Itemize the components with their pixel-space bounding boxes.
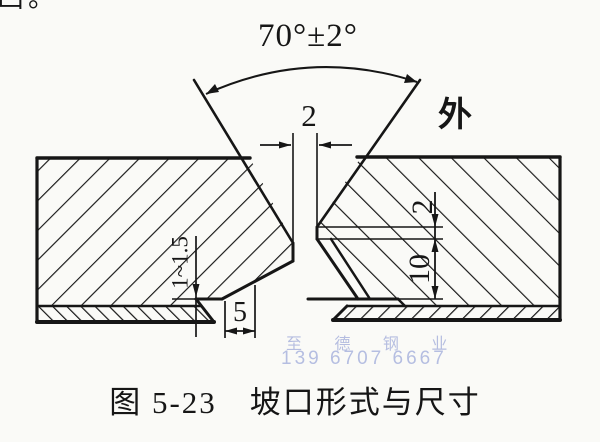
right-plate-outline bbox=[306, 78, 562, 322]
dim-arrowhead-down-299 bbox=[431, 286, 439, 299]
arc-arrowhead-right bbox=[404, 74, 417, 83]
watermark-company-name: 至 德 钢 业 bbox=[286, 336, 462, 353]
arc-arrowhead-left bbox=[206, 84, 219, 94]
left-plate-hatch bbox=[37, 158, 293, 322]
left-root-face-label: 1~1.5 bbox=[167, 236, 193, 289]
right-root-face-label: 2 bbox=[406, 199, 439, 215]
figure-caption: 图 5-23 坡口形式与尺寸 bbox=[109, 385, 481, 420]
left-root-face-dimension bbox=[172, 236, 200, 337]
page-edge-text-fragment: 凵。 bbox=[0, 0, 59, 12]
clad-step-width-label: 5 bbox=[233, 297, 247, 328]
dim-arrowhead-down-227 bbox=[431, 214, 439, 227]
angle-dimension-label: 70°±2° bbox=[257, 18, 358, 54]
step-width-dimension bbox=[224, 285, 256, 338]
step-arrowhead-left bbox=[225, 327, 237, 335]
outside-side-label: 外 bbox=[438, 97, 472, 134]
gap-arrowhead-left bbox=[279, 141, 291, 149]
right-depth-dimension bbox=[318, 192, 443, 300]
root-gap-label: 2 bbox=[301, 98, 317, 133]
right-plate-hatch bbox=[317, 157, 560, 320]
left-plate-outline bbox=[35, 78, 295, 324]
step-arrowhead-right bbox=[243, 327, 255, 335]
gap-arrowhead-right bbox=[319, 141, 331, 149]
watermark-phone-number: 139 6707 6667 bbox=[281, 348, 447, 369]
angle-dimension bbox=[205, 66, 418, 95]
root-face-arrowhead bbox=[192, 284, 200, 297]
root-gap-dimension bbox=[260, 133, 352, 243]
right-step-depth-label: 10 bbox=[403, 254, 436, 284]
dim-arrowhead-up-239 bbox=[431, 239, 439, 252]
